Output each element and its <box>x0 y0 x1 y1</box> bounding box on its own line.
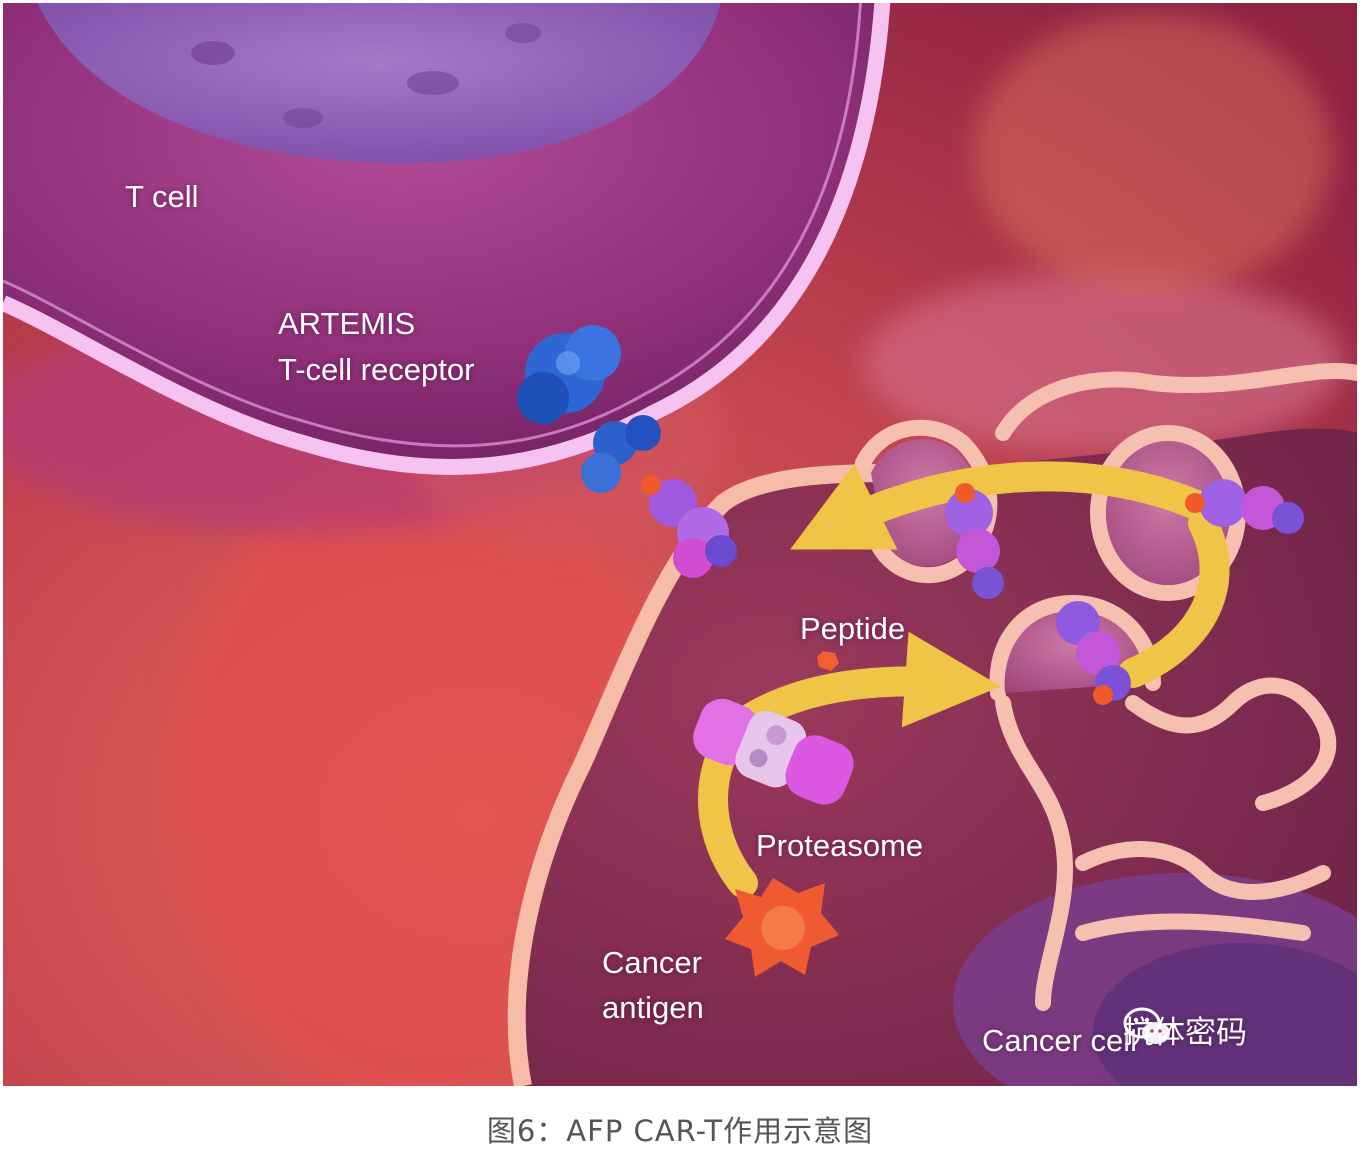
figure-caption: 图6：AFP CAR-T作用示意图 <box>486 1114 874 1148</box>
wechat-icon <box>1123 1007 1170 1044</box>
mhc-complex-er-3 <box>1056 601 1131 705</box>
t-cell-label: T cell <box>125 179 199 214</box>
illustration: T cell ARTEMIS T-cell receptor Peptide P… <box>3 3 1357 1086</box>
endoplasmic-reticulum <box>855 362 1357 1011</box>
arrow-er-loop <box>1118 508 1230 688</box>
illustration-canvas <box>3 3 1357 1086</box>
t-cell <box>3 3 891 475</box>
receptor-label-line-2: T-cell receptor <box>278 352 475 387</box>
mhc-complex-er-2 <box>1185 479 1304 534</box>
peptide-label: Peptide <box>800 611 906 646</box>
cancer-antigen-label-line-1: Cancer <box>602 945 702 980</box>
cancer-cell-label: Cancer cell <box>982 1023 1138 1058</box>
artemis-receptor <box>517 325 661 493</box>
proteasome-label: Proteasome <box>756 828 924 863</box>
arrow-peptide-to-er <box>728 631 1001 738</box>
proteasome <box>693 698 854 805</box>
watermark: 抗体密码 <box>1123 1006 1247 1052</box>
receptor-label-line-1: ARTEMIS <box>278 306 416 341</box>
mhc-complex-synapse <box>641 475 737 578</box>
arrow-to-surface <box>790 461 1218 550</box>
mhc-complex-er-1 <box>945 483 1004 599</box>
peptide-fragment <box>817 651 839 671</box>
cancer-antigen-label-line-2: antigen <box>602 990 704 1025</box>
cancer-antigen <box>725 878 839 977</box>
